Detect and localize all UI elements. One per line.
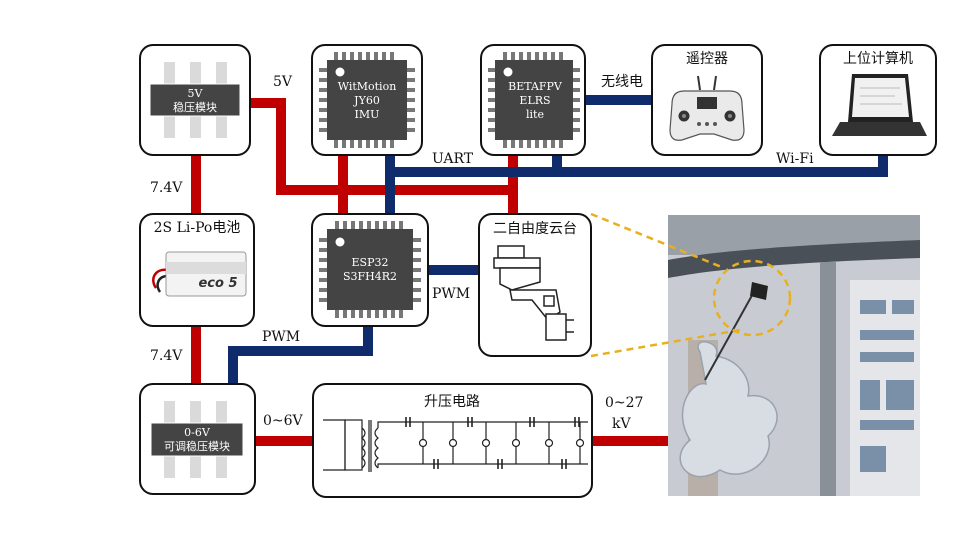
boost-title: 升压电路 (424, 394, 480, 410)
battery-brand: eco 5 (198, 276, 237, 291)
block-battery: 2S Li-Po电池 eco 5 (139, 213, 255, 327)
experiment-photo (668, 215, 920, 496)
block-gimbal: 二自由度云台 (478, 213, 592, 357)
block-boost-circuit: 升压电路 (312, 383, 593, 498)
label-wifi: Wi-Fi (776, 151, 814, 167)
label-pwm-gimbal: PWM (432, 286, 470, 302)
elrs-line2: ELRS (519, 94, 550, 107)
remote-controller-icon (669, 75, 745, 141)
label-7v4-top: 7.4V (150, 180, 183, 196)
imu-line1: WitMotion (338, 80, 397, 93)
elrs-line1: BETAFPV (508, 80, 563, 93)
regulator-5v-name: 稳压模块 (173, 100, 217, 114)
regulator-5v-voltage: 5V (188, 87, 204, 100)
gimbal-icon (493, 245, 574, 341)
label-wireless: 无线电 (601, 74, 643, 90)
imu-line3: IMU (355, 108, 380, 121)
label-0-6v: 0~6V (263, 413, 304, 429)
label-kv-value: 0~27 (605, 395, 643, 411)
block-5v-regulator: 5V 稳压模块 (139, 44, 251, 156)
label-5v: 5V (273, 74, 293, 90)
label-uart: UART (432, 151, 474, 167)
block-esp32: ESP32 S3FH4R2 (311, 213, 429, 327)
label-kv-unit: kV (612, 416, 631, 432)
lipo-battery-icon: eco 5 (152, 251, 247, 297)
esp32-line2: S3FH4R2 (343, 270, 397, 283)
imu-line2: JY60 (353, 94, 380, 107)
esp32-line1: ESP32 (352, 256, 389, 269)
remote-title: 遥控器 (686, 51, 728, 67)
gimbal-title: 二自由度云台 (493, 221, 577, 237)
label-pwm-regulator: PWM (262, 329, 300, 345)
adj-regulator-name: 可调稳压模块 (164, 439, 230, 453)
block-remote-controller: 遥控器 (651, 44, 763, 156)
label-7v4-bottom: 7.4V (150, 348, 183, 364)
block-adjustable-regulator: 0-6V 可调稳压模块 (139, 383, 256, 495)
block-host-computer: 上位计算机 (819, 44, 937, 156)
adj-regulator-range: 0-6V (184, 426, 211, 439)
block-elrs-receiver: BETAFPV ELRS lite (480, 44, 586, 156)
pc-title: 上位计算机 (843, 51, 913, 67)
callout-highlight (590, 212, 792, 358)
block-imu: WitMotion JY60 IMU (311, 44, 423, 156)
voltage-multiplier-circuit-icon (323, 417, 588, 472)
elrs-line3: lite (526, 108, 544, 121)
signal-wires (228, 95, 888, 384)
laptop-icon (832, 74, 927, 136)
battery-title: 2S Li-Po电池 (154, 220, 241, 236)
power-wires (191, 98, 696, 446)
